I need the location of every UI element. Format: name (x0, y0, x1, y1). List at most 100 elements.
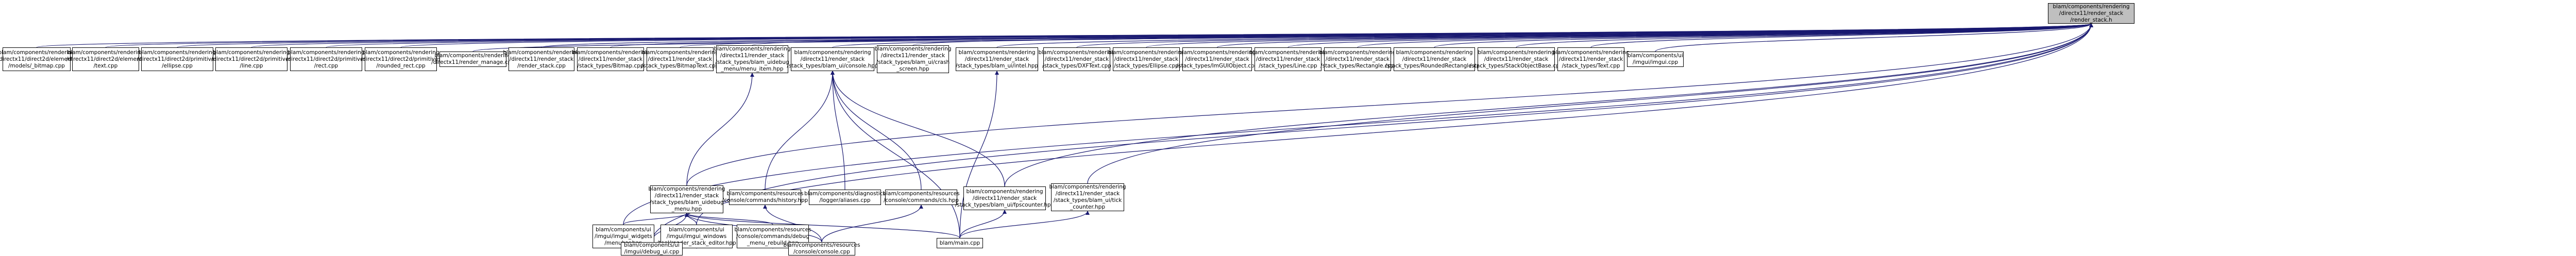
node-label-line: blam/components/rendering (874, 46, 952, 52)
node-label-line: blam/components/resources (783, 242, 860, 248)
node-label-line: blam/components/rendering (1178, 49, 1256, 56)
node-label-line: /directx11/direct2d/primitives (211, 56, 292, 62)
graph-node[interactable]: blam/components/rendering/directx11/dire… (286, 47, 366, 71)
node-label-line: /stack_types/Text.cpp (1562, 62, 1620, 69)
node-label-line: blam/components/resources (883, 191, 960, 197)
node-label-line: /text.cpp (93, 62, 118, 69)
node-label-line: /models/_bitmap.cpp (8, 62, 65, 69)
dependency-edge (821, 204, 923, 243)
dependency-edge (686, 23, 2093, 186)
graph-node[interactable]: blam/components/rendering/directx11/rend… (648, 185, 725, 213)
node-label-line: /stack_types/blam_ui/tick (1053, 197, 1122, 203)
graph-node[interactable]: blam/components/rendering/directx11/dire… (0, 47, 76, 71)
node-label-line: /stack_types/blam_uidebug (715, 59, 789, 65)
graph-node[interactable]: blam/components/rendering/directx11/rend… (1049, 183, 1126, 211)
graph-node[interactable]: blam/components/rendering/directx11/dire… (211, 47, 292, 71)
node-label-line: blam/components/rendering (958, 49, 1036, 56)
graph-node[interactable]: blam/components/rendering/directx11/dire… (361, 47, 441, 71)
dependency-edge (686, 73, 754, 186)
node-label-line: /ellipse.cpp (162, 62, 193, 69)
graph-node[interactable]: blam/components/rendering/directx11/rend… (1249, 47, 1327, 71)
graph-node[interactable]: blam/components/ui/imgui/imgui.cpp (1627, 52, 1684, 67)
graph-node[interactable]: blam/components/resources/console/consol… (783, 242, 860, 255)
node-label-line: /imgui/imgui_widgets (595, 233, 652, 240)
dependency-edge (831, 71, 845, 190)
graph-node[interactable]: blam/components/rendering/directx11/rend… (956, 47, 1038, 71)
node-label-line: /directx11/render_stack (648, 56, 713, 62)
node-label-line: /console/commands/debug (736, 233, 809, 240)
node-label-line: blam/components/rendering (794, 49, 871, 56)
node-label-line: /stack_types/Rectangle.cpp (1320, 62, 1395, 69)
graph-node[interactable]: blam/components/rendering/directx11/rend… (1552, 47, 1630, 71)
node-label-line: blam/components/rendering (1552, 49, 1630, 56)
node-label-line: /directx11/direct2d/primitives (137, 56, 217, 62)
node-label-line: /directx11/render_stack (972, 195, 1037, 201)
graph-node[interactable]: blam/components/rendering/directx11/dire… (137, 47, 217, 71)
node-label-line: /directx11/render_stack (1558, 56, 1623, 62)
graph-node[interactable]: blam/components/rendering/directx11/rend… (1385, 47, 1483, 71)
graph-node[interactable]: blam/components/resources/console/comman… (883, 190, 960, 205)
node-label-line: /directx11/direct2d/elements (0, 56, 76, 62)
dependency-edge (831, 71, 1005, 187)
node-label-line: /stack_types/blam_ui/crash (876, 59, 950, 65)
dependency-edge (1004, 23, 2093, 187)
node-label-line: _counter.hpp (1070, 204, 1105, 210)
node-label-line: blam/components/rendering (67, 49, 144, 56)
dependency-edge (685, 213, 773, 225)
graph-node[interactable]: blam/components/resources/console/comman… (722, 190, 808, 205)
node-label-line: blam/components/rendering (503, 49, 580, 56)
dependency-edge (912, 23, 2093, 46)
node-label-line: /directx11/direct2d/elements (66, 56, 145, 62)
graph-node[interactable]: blam/components/rendering/directx11/rend… (955, 186, 1054, 210)
dependency-edge (1087, 23, 2093, 184)
node-label-line: blam/components/rendering (572, 49, 649, 56)
node-label-line: /imgui/debug_ui.cpp (624, 249, 680, 255)
node-label-line: /stack_types/Line.cpp (1259, 62, 1317, 69)
node-label-line: /directx11/render_stack (578, 56, 643, 62)
node-label-line: blam/components/rendering (1108, 49, 1185, 56)
node-label-line: /console/console.cpp (793, 249, 850, 255)
node-label-line: /rect.cpp (314, 62, 338, 69)
node-label-line: /stack_types/DXFText.cpp (1042, 62, 1111, 69)
node-label-line: blam/components/rendering (1319, 49, 1396, 56)
node-label-line: blam/components/rendering (2053, 3, 2130, 10)
dependency-edge (1434, 23, 2093, 48)
node-label-line: blam/components/rendering (1249, 49, 1327, 56)
graph-node[interactable]: blam/components/rendering/directx11/rend… (1470, 47, 1563, 71)
graph-node[interactable]: blam/components/ui/imgui/debug_ui.cpp (621, 242, 683, 255)
dependency-edge (685, 213, 960, 238)
graph-node[interactable]: blam/components/rendering/directx11/rend… (1319, 47, 1396, 71)
graph-node[interactable]: blam/components/rendering/directx11/rend… (874, 45, 952, 73)
graph-node[interactable]: blam/components/diagnostics/logger/alias… (804, 190, 886, 205)
graph-node[interactable]: blam/components/rendering/directx11/rend… (572, 47, 649, 71)
node-label-line: /directx11/render_stack (964, 56, 1029, 62)
graph-node[interactable]: blam/components/rendering/directx11/rend… (431, 52, 515, 67)
graph-node[interactable]: blam/components/rendering/directx11/dire… (66, 47, 145, 71)
node-label-line: /stack_types/blam_ui/intel.hpp (955, 62, 1039, 69)
dependency-edge (623, 23, 2093, 225)
node-label-line: /imgui/imgui.cpp (1632, 59, 1679, 65)
node-label-line: /rounded_rect.cpp (376, 62, 426, 69)
node-label-line: /imgui/imgui_windows (666, 233, 727, 240)
node-label-line: /stack_types/Bitmap.cpp (577, 62, 644, 69)
node-label-line: blam/components/rendering (648, 186, 725, 192)
graph-node[interactable]: blam/components/rendering/directx11/rend… (641, 47, 719, 71)
graph-node[interactable]: blam/main.cpp (937, 238, 983, 248)
node-label-line: blam/components/resources (726, 191, 804, 197)
node-label-line: /directx11/render_stack (1185, 56, 1249, 62)
node-label-line: /directx11/render_stack (1325, 56, 1390, 62)
graph-node[interactable]: blam/components/rendering/directx11/rend… (714, 45, 791, 73)
graph-node[interactable]: blam/components/rendering/directx11/rend… (1038, 47, 1115, 71)
graph-node[interactable]: blam/components/rendering/directx11/rend… (1108, 47, 1185, 71)
graph-root-node[interactable]: blam/components/rendering/directx11/rend… (2048, 3, 2134, 24)
node-label-line: /directx11/render_manage.cpp (431, 59, 515, 65)
node-label-line: /line.cpp (240, 62, 263, 69)
node-label-line: blam/components/resources (734, 226, 811, 233)
node-label-line: blam/components/rendering (1049, 184, 1126, 190)
graph-node[interactable]: blam/components/rendering/directx11/rend… (503, 47, 580, 71)
graph-node[interactable]: blam/components/rendering/directx11/rend… (787, 47, 878, 71)
graph-node[interactable]: blam/components/rendering/directx11/rend… (1177, 47, 1258, 71)
node-label-line: /render_stack.cpp (517, 62, 566, 69)
node-label-line: blam/components/rendering (139, 49, 216, 56)
